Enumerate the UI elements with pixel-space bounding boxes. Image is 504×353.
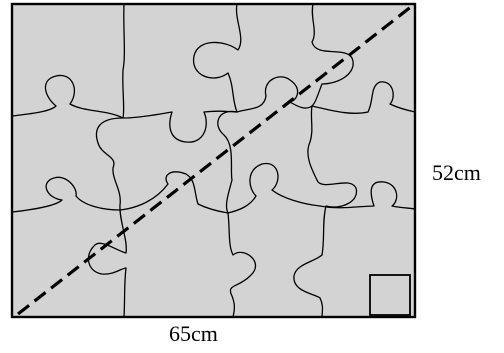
vertical-cut-2 <box>193 3 257 318</box>
width-label: 65cm <box>169 321 218 346</box>
vertical-cut-3 <box>293 3 358 318</box>
horizontal-cut-2 <box>11 162 416 214</box>
puzzle-board <box>12 4 415 317</box>
puzzle-border <box>10 2 417 319</box>
corner-square <box>369 274 411 316</box>
puzzle-piece-lines <box>11 3 416 318</box>
horizontal-cut-1 <box>11 74 416 143</box>
height-label: 52cm <box>432 160 481 185</box>
vertical-cut-1 <box>87 3 127 318</box>
